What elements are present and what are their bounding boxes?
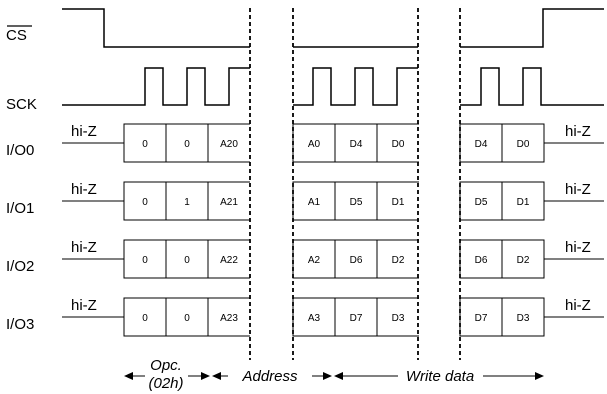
bit-cell [207,181,250,221]
io-row: I/O2 hi-Z hi-Z 0 0 A22 A2 D6 D2 D6 D2 [6,239,604,279]
bit-cell-value: D6 [475,255,488,266]
bit-cell-value: A23 [220,313,238,324]
bit-cell [292,297,336,337]
phase-write-data: Write data [334,368,544,385]
phase-address-label: Address [241,368,298,385]
bit-cell [123,297,167,337]
bit-cell-value: 0 [184,139,190,150]
bit-cell-value: A20 [220,139,238,150]
bit-cell-value: D3 [517,313,530,324]
bit-cell [334,181,378,221]
bit-cell-value: D4 [475,139,488,150]
phase-opcode: Opc. (02h) [124,357,210,392]
phase-write-data-arrowhead-right [535,372,544,380]
bit-cell-value: 0 [142,313,148,324]
bit-cell-value: D7 [475,313,488,324]
bit-cell-value: A0 [308,139,321,150]
bit-cell-value: D2 [517,255,530,266]
sck-label: SCK [6,96,37,113]
bit-cell-value: D6 [350,255,363,266]
bit-cell [165,181,209,221]
phase-opcode-arrowhead-left [124,372,133,380]
sck-waveform [62,67,604,106]
bit-cell-value: A22 [220,255,238,266]
hi-z-label-left: hi-Z [71,181,97,198]
bit-cell [376,239,419,279]
hi-z-label-right: hi-Z [565,239,591,256]
bit-cell-value: 0 [142,139,148,150]
bit-cell [334,297,378,337]
bit-cell-value: A1 [308,197,321,208]
bit-cell-value: 0 [142,255,148,266]
bit-cell [292,181,336,221]
bit-cell [165,239,209,279]
bit-cell-value: D7 [350,313,363,324]
bit-cell [376,123,419,163]
io-line-label: I/O0 [6,142,34,159]
bit-cell [501,239,545,279]
bit-cell [459,239,503,279]
io-line-label: I/O3 [6,316,34,333]
io-row: I/O3 hi-Z hi-Z 0 0 A23 A3 D7 D3 D7 D3 [6,297,604,337]
phase-write-data-label: Write data [406,368,474,385]
bit-cell-value: 1 [184,197,190,208]
io-row: I/O1 hi-Z hi-Z 0 1 A21 A1 D5 D1 D5 D1 [6,181,604,221]
bit-cell-value: D0 [517,139,530,150]
bit-cell [207,297,250,337]
hi-z-label-left: hi-Z [71,123,97,140]
io-row: I/O0 hi-Z hi-Z 0 0 A20 A0 D4 D0 D4 D0 [6,123,604,163]
bit-cell [123,181,167,221]
bit-cell-value: A2 [308,255,321,266]
phase-opcode-label: Opc. [150,357,182,374]
hi-z-label-right: hi-Z [565,181,591,198]
bit-cell-value: D4 [350,139,363,150]
bit-cell [334,123,378,163]
bit-cell [501,297,545,337]
bit-cell [207,123,250,163]
bit-cell-value: 0 [184,255,190,266]
bit-cell-value: D5 [475,197,488,208]
bit-cell-value: D0 [392,139,405,150]
bit-cell [123,239,167,279]
bit-cell-value: D1 [517,197,530,208]
bit-cell [376,181,419,221]
bit-cell [459,181,503,221]
bit-cell-value: 0 [184,313,190,324]
bit-cell [501,123,545,163]
bit-cell-value: D5 [350,197,363,208]
phase-opcode-sublabel: (02h) [148,375,183,392]
cs-waveform [62,8,604,48]
cs-label: CS [6,27,27,44]
bit-cell [207,239,250,279]
phase-address-arrowhead-right [323,372,332,380]
bit-cell-value: A21 [220,197,238,208]
bit-cell [292,239,336,279]
bit-cell-value: D1 [392,197,405,208]
io-line-label: I/O1 [6,200,34,217]
bit-cell-value: D2 [392,255,405,266]
io-line-label: I/O2 [6,258,34,275]
phase-address: Address [212,368,332,385]
bit-cell [165,123,209,163]
bit-cell-value: A3 [308,313,321,324]
hi-z-label-left: hi-Z [71,297,97,314]
bit-cell [376,297,419,337]
bit-cell-value: 0 [142,197,148,208]
hi-z-label-left: hi-Z [71,239,97,256]
hi-z-label-right: hi-Z [565,297,591,314]
bit-cell [501,181,545,221]
phase-opcode-arrowhead-right [201,372,210,380]
bit-cell-value: D3 [392,313,405,324]
bit-cell [123,123,167,163]
hi-z-label-right: hi-Z [565,123,591,140]
